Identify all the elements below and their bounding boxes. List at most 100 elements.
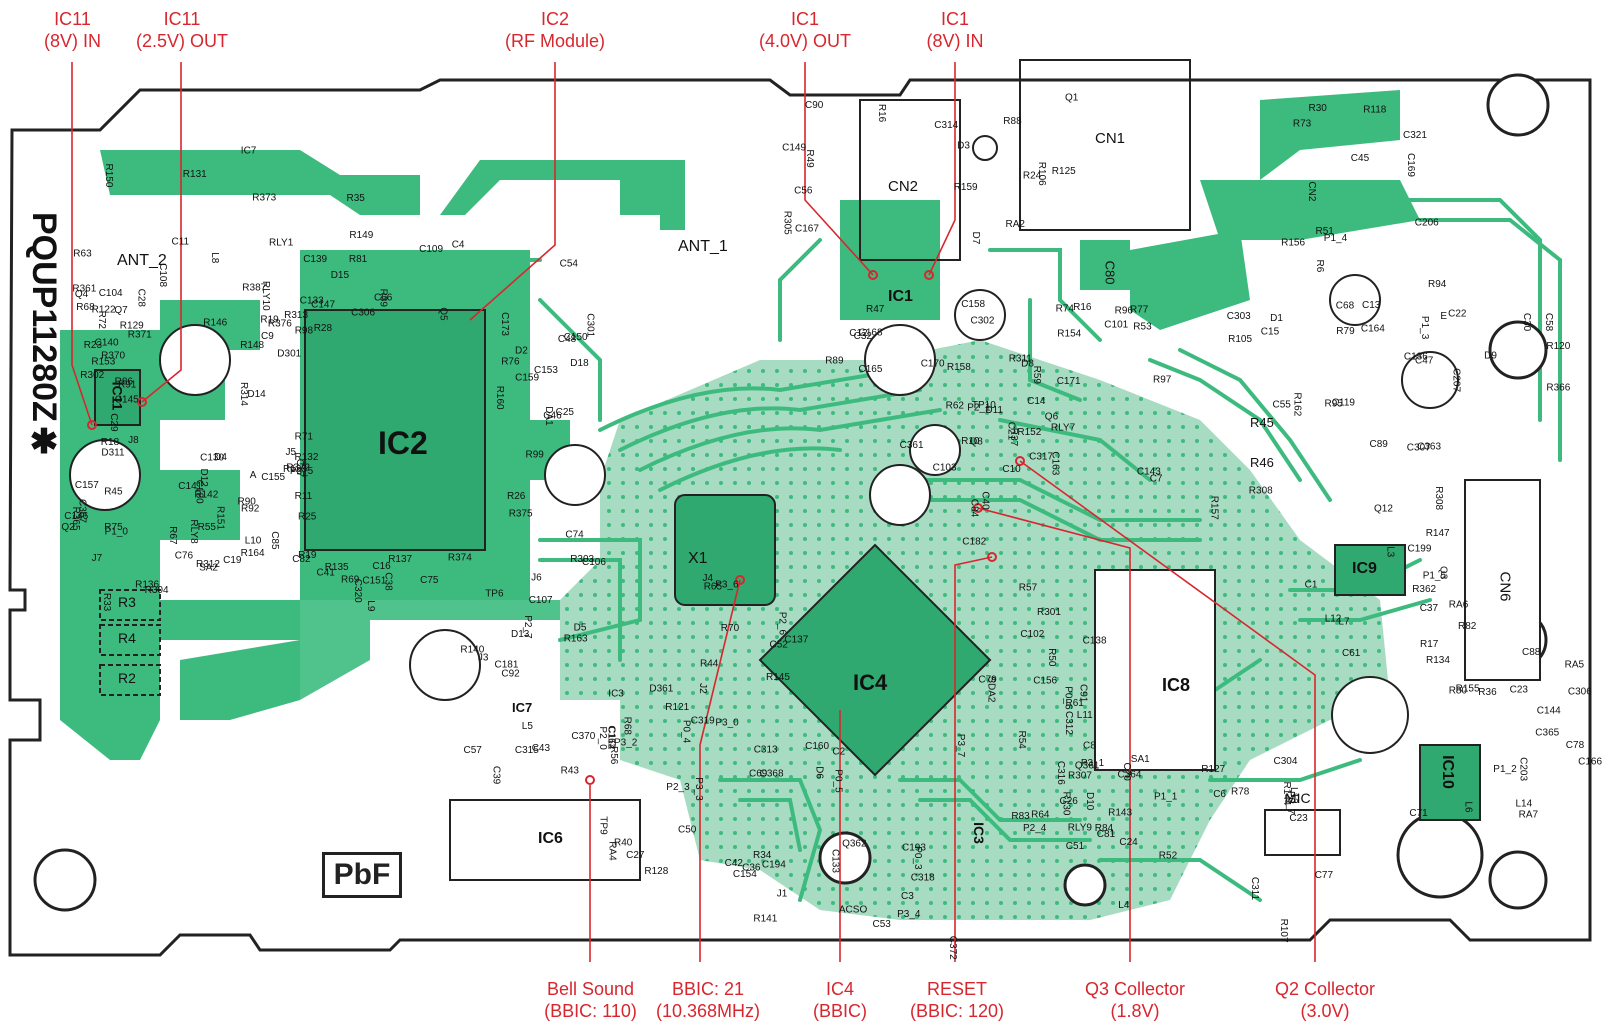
component-label: C76 (175, 551, 194, 562)
component-label: J3 (478, 653, 489, 664)
component-label: P0_3 (912, 846, 923, 870)
component-label: R163 (564, 633, 588, 644)
label-r46: R46 (1250, 455, 1274, 470)
component-label: R16 (876, 104, 887, 123)
component-label: RA7 (1519, 809, 1539, 820)
component-label: D18 (570, 358, 589, 369)
label-cn2: CN2 (888, 178, 919, 195)
component-label: C162 (606, 725, 617, 749)
component-label: R158 (947, 362, 971, 373)
component-label: L9 (365, 600, 376, 612)
annotation-line: (4.0V) OUT (758, 31, 851, 51)
component-label: R37 (1008, 428, 1019, 447)
component-label: R128 (644, 866, 668, 877)
component-label: J5 (286, 447, 297, 458)
component-label: R107 (1278, 919, 1289, 943)
component-label: R372 (286, 463, 310, 474)
component-label: R89 (825, 356, 844, 367)
label-x1: X1 (688, 550, 708, 567)
component-label: R137 (388, 554, 412, 565)
component-label: R73 (1293, 118, 1312, 129)
component-label: E (1440, 311, 1447, 322)
x1-crystal (674, 494, 776, 606)
component-label: C55 (1273, 399, 1292, 410)
component-label: R144 (1281, 782, 1292, 806)
annotation-line: (BBIC: 120) (909, 1001, 1005, 1021)
component-label: R105 (1228, 334, 1252, 345)
component-label: C153 (534, 365, 558, 376)
component-label: R387 (242, 283, 266, 294)
component-label: C368 (760, 769, 784, 780)
annotation-q3-collector: Q3 Collector (1.8V) (1075, 978, 1195, 1022)
component-label: C23 (1510, 685, 1529, 696)
component-label: C90 (805, 100, 824, 111)
component-label: C163 (1050, 451, 1061, 475)
component-label: R94 (1428, 279, 1447, 290)
component-label: C372 (947, 936, 958, 960)
annotation-line: (RF Module) (504, 31, 606, 51)
component-label: D12 (198, 469, 209, 488)
annotation-ic1-in: IC1 (8V) IN (915, 8, 995, 52)
annotation-line: IC1 (940, 9, 969, 29)
component-label: L11 (1077, 710, 1093, 721)
component-label: R19 (298, 550, 317, 561)
component-label: C77 (1315, 870, 1334, 881)
component-label: Q5 (437, 307, 448, 321)
component-label: R74 (1056, 304, 1075, 315)
component-label: L6 (1462, 801, 1473, 813)
component-label: R72 (96, 311, 107, 330)
component-label: C315 (515, 745, 539, 756)
component-label: C38 (383, 572, 394, 591)
component-label: R53 (1133, 321, 1152, 332)
component-label: C51 (1066, 841, 1085, 852)
component-label: C107 (529, 595, 553, 606)
component-label: C314 (934, 120, 958, 131)
component-label: D10 (1084, 792, 1095, 811)
component-label: R56 (608, 746, 619, 765)
component-label: C181 (495, 659, 519, 670)
component-label: R26 (507, 491, 526, 502)
component-label: P0_5 (833, 769, 844, 793)
component-label: R145 (766, 672, 790, 683)
component-label: Q361 (1075, 761, 1100, 772)
component-label: R155 (1456, 684, 1480, 695)
component-label: Q3 (1438, 566, 1449, 580)
component-label: C136 (1404, 352, 1428, 363)
component-label: C45 (1351, 153, 1370, 164)
component-label: RLY9 (1068, 823, 1093, 834)
component-label: C165 (859, 364, 883, 375)
component-label: R59 (1031, 366, 1042, 385)
power-resistors (99, 589, 161, 696)
component-label: C66 (374, 293, 393, 304)
component-label: C70 (1121, 763, 1132, 782)
component-label: C47 (1415, 355, 1434, 366)
component-label: C154 (733, 869, 757, 880)
component-label: C167 (795, 224, 819, 235)
component-label: C58 (1543, 313, 1554, 332)
component-label: C171 (1057, 376, 1081, 387)
component-label: C102 (1020, 629, 1044, 640)
cn2-connector (859, 99, 961, 261)
annotation-ic1-out: IC1 (4.0V) OUT (750, 8, 860, 52)
component-label: D8 (1021, 359, 1034, 370)
component-label: C141 (178, 481, 202, 492)
component-label: C311 (1249, 877, 1260, 901)
component-label: C9 (261, 331, 274, 342)
component-label: R33 (101, 593, 112, 612)
component-label: R140 (460, 645, 484, 656)
component-label: R36 (1478, 687, 1497, 698)
component-label: P2_6 (777, 612, 788, 636)
component-label: C316 (1055, 761, 1066, 785)
component-label: P1_3 (1419, 316, 1430, 340)
component-label: C194 (762, 860, 786, 871)
component-label: C138 (1083, 636, 1107, 647)
component-label: Q4 (75, 289, 89, 300)
component-label: C7 (1150, 473, 1163, 484)
component-label: C106 (582, 557, 606, 568)
component-label: R160 (494, 386, 505, 410)
component-label: C364 (1118, 770, 1142, 781)
component-label: C180 (193, 480, 204, 504)
component-label: C170 (921, 358, 945, 369)
component-label: RA4 (607, 841, 618, 861)
